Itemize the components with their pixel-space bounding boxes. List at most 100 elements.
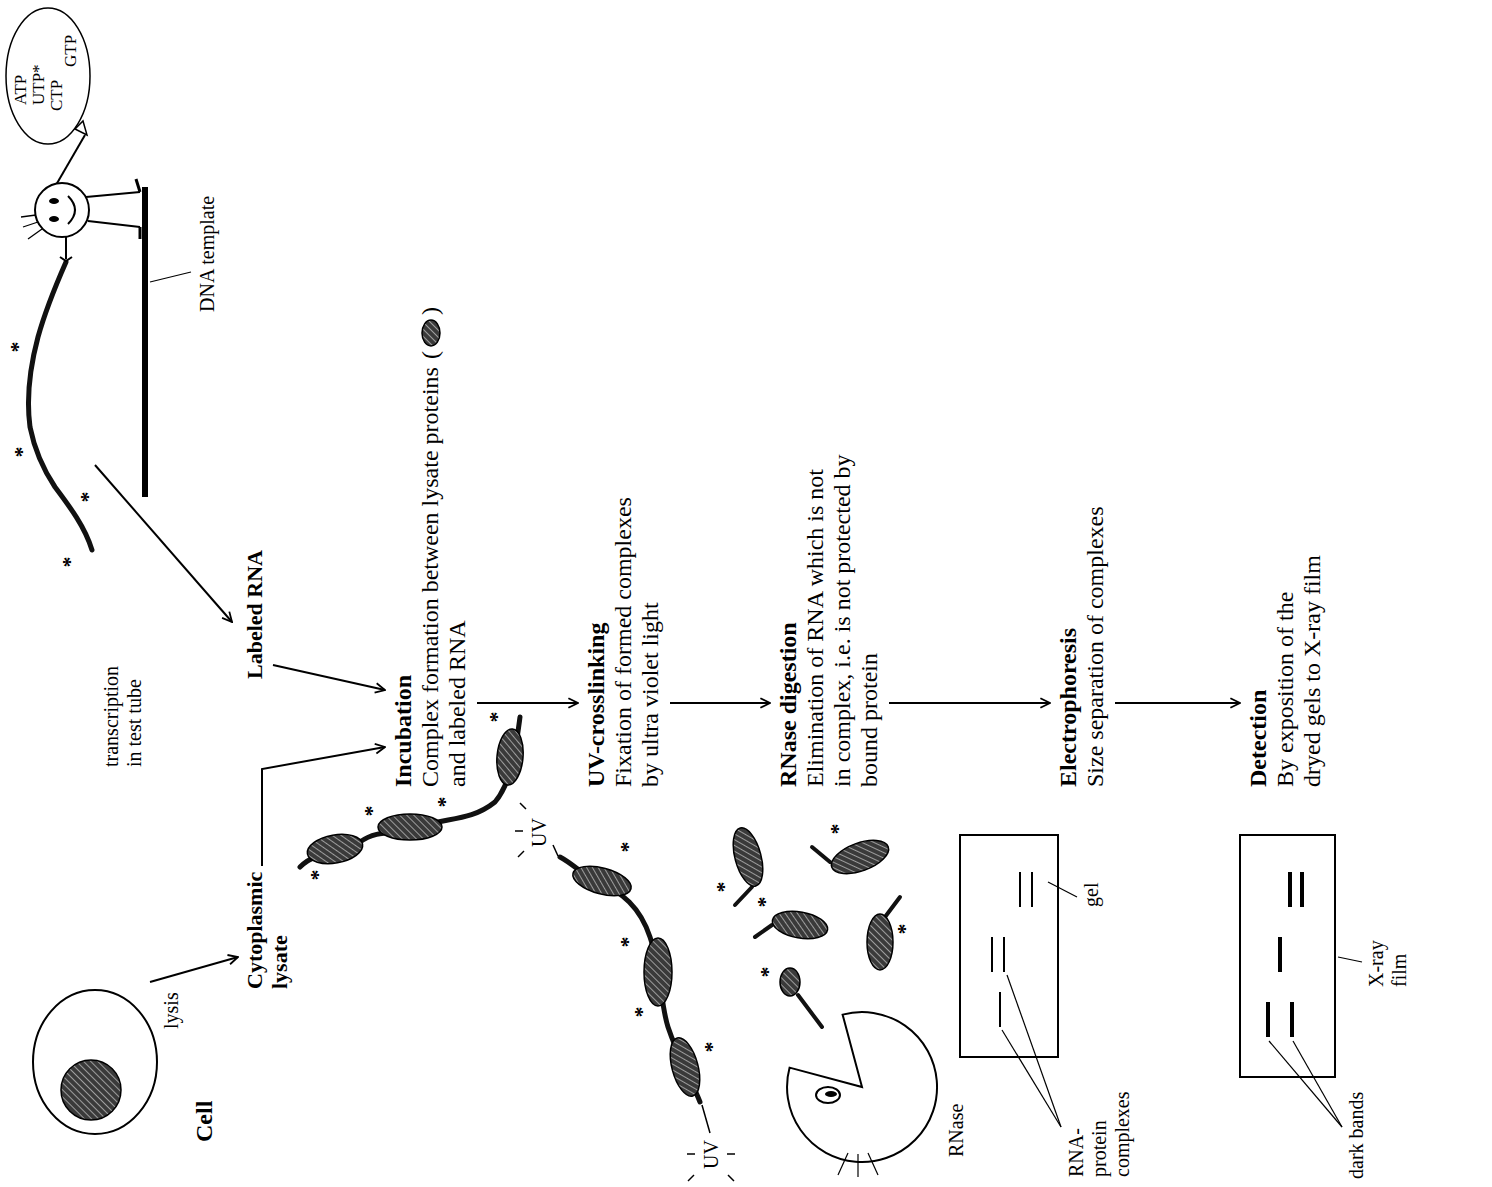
step-text: Elimination of RNA which is not in compl… <box>802 445 883 787</box>
cell-membrane <box>33 990 157 1134</box>
nucleotide-label: ATP <box>11 75 30 105</box>
protein-oval <box>867 914 893 970</box>
callout-label: RNA- protein complexes <box>1065 1089 1134 1177</box>
process-step: DetectionBy exposition of the dryed gels… <box>1240 550 1332 790</box>
protein-oval <box>644 938 672 1006</box>
step-text: By exposition of the dryed gels to X-ray… <box>1272 553 1326 787</box>
flow-arrow <box>889 702 1050 704</box>
leader-line <box>1269 1041 1342 1127</box>
asterisk-mark: * <box>486 712 508 723</box>
sample-label: Labeled RNA <box>238 547 273 682</box>
film-band <box>1278 937 1282 972</box>
asterisk-mark: * <box>713 882 735 893</box>
step-heading: Electrophoresis <box>1054 506 1082 787</box>
nucleotide-label: GTP <box>61 35 80 67</box>
gel-band <box>999 992 1001 1027</box>
step-heading: Incubation <box>389 367 417 787</box>
film-band <box>1288 872 1292 907</box>
sample-name: Labeled RNA <box>242 550 267 679</box>
asterisk-mark: * <box>434 797 456 808</box>
uv-ray <box>688 1175 694 1181</box>
asterisk-mark: * <box>617 842 639 853</box>
polymerase-arm <box>56 135 85 185</box>
rna-fragment <box>798 995 822 1027</box>
bubble-knot <box>75 121 87 135</box>
uv-ray <box>520 803 526 809</box>
polymerase-hair <box>21 215 36 217</box>
process-step: RNase digestionElimination of RNA which … <box>770 442 889 790</box>
step-text: Complex formation between lysate protein… <box>417 367 444 787</box>
asterisk-mark: * <box>894 924 916 935</box>
pacman-eye <box>816 1087 840 1103</box>
rna-fragment <box>812 847 830 862</box>
uv-ray <box>518 851 524 857</box>
protein-oval <box>305 830 365 867</box>
cell-nucleus <box>61 1060 121 1120</box>
uv-label: UV <box>528 818 551 847</box>
protein-oval <box>378 814 442 840</box>
protein-oval <box>495 728 526 786</box>
dna-template-line <box>142 187 148 497</box>
process-step: ElectrophoresisSize separation of comple… <box>1050 503 1115 790</box>
gel-band <box>1019 872 1021 907</box>
polymerase-hair <box>23 222 38 227</box>
pacman-whisker <box>868 1153 878 1175</box>
uv-link <box>702 1105 710 1133</box>
rna-fragment <box>735 887 752 905</box>
pacman-whisker <box>857 1154 858 1177</box>
gel-box <box>960 835 1058 1057</box>
step-text: and labeled RNA <box>444 367 471 787</box>
enzyme-label: RNase <box>945 1104 968 1157</box>
protein-oval <box>570 861 635 902</box>
leader-line <box>150 272 191 282</box>
bubble-outline <box>6 8 90 144</box>
polymerase-leg <box>86 192 140 197</box>
uv-ray <box>687 1153 695 1155</box>
flow-arrow <box>477 702 578 704</box>
polymerase-arm <box>65 236 67 259</box>
film-band <box>1300 872 1304 907</box>
flow-arrow <box>670 702 770 704</box>
protein-oval <box>422 320 440 346</box>
asterisk-mark: * <box>7 342 29 353</box>
uv-link <box>553 845 558 856</box>
protein-oval <box>665 1035 706 1100</box>
asterisk-mark: * <box>827 824 849 835</box>
protein-oval <box>770 907 830 942</box>
process-step: IncubationComplex formation between lysa… <box>385 364 477 790</box>
rnase-pacman <box>787 1012 937 1162</box>
asterisk-mark: * <box>361 806 383 817</box>
sample-label: Cytoplasmic lysate <box>238 866 298 992</box>
leader-line <box>1293 1041 1342 1127</box>
bracket-mark: ( <box>417 351 444 359</box>
asterisk-mark: * <box>754 897 776 908</box>
leader-line <box>1048 882 1077 897</box>
gel-band <box>991 937 993 972</box>
nucleotide-label: CTP <box>47 80 66 111</box>
asterisk-mark: * <box>77 492 99 503</box>
uv-ray <box>727 1153 735 1155</box>
polymerase-hand <box>60 257 72 261</box>
protein-oval <box>780 968 800 996</box>
uv-label: UV <box>700 1140 723 1169</box>
asterisk-mark: * <box>617 937 639 948</box>
film-band <box>1290 1002 1294 1037</box>
polymerase-hair <box>28 229 42 239</box>
bracket-mark: ) <box>417 307 444 315</box>
cell-label: Cell <box>190 1101 218 1142</box>
polymerase-eye <box>49 198 59 204</box>
cell-figure: Cell <box>25 982 225 1152</box>
step-text: Size separation of complexes <box>1082 506 1109 787</box>
asterisk-mark: * <box>11 447 33 458</box>
step-text: Fixation of formed complexes by ultra vi… <box>610 495 664 787</box>
rna-strand <box>28 262 92 550</box>
asterisk-mark: * <box>59 557 81 568</box>
flow-arrow <box>262 747 385 866</box>
asterisk-mark: * <box>631 1007 653 1018</box>
transcription-arrow <box>95 465 232 622</box>
uv-ray <box>515 830 523 832</box>
film-band <box>1266 1002 1270 1037</box>
film-box <box>1240 835 1335 1077</box>
sample-name: Cytoplasmic lysate <box>242 869 292 989</box>
